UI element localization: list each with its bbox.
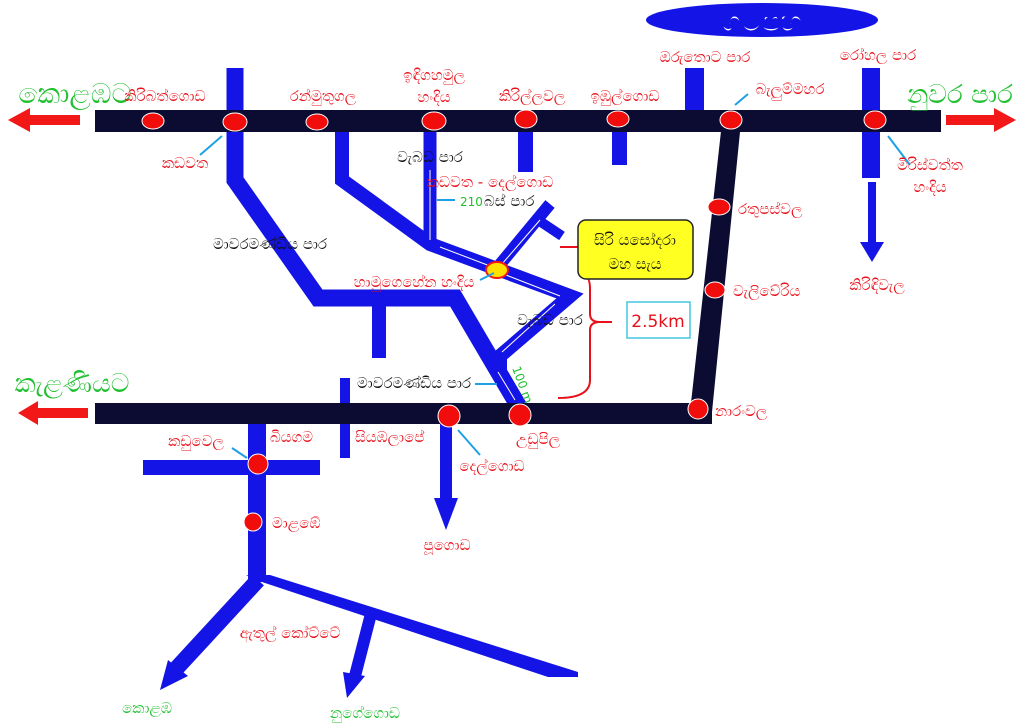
- place-label: ඇතුල් කෝට්ටේ: [240, 624, 341, 643]
- bus-route-name: කඩවත - දෙල්ගොඩ: [427, 173, 554, 191]
- dest-pugoda: පූගොඩ: [423, 536, 470, 555]
- road-belummahara-naranwala: [690, 122, 741, 412]
- dest-colombo: කොළඹට: [18, 77, 131, 110]
- arrow-left-icon: [18, 401, 88, 425]
- place-label: කඩවත: [162, 154, 208, 172]
- kaduwela-road: [143, 460, 320, 475]
- temple-name-2: මහ සැය: [608, 255, 661, 273]
- mawaramandiya-road: [226, 68, 530, 417]
- map-title: ගම්පහ: [721, 5, 802, 38]
- place-label: සියඹලාපේ: [355, 428, 424, 446]
- temple-box: [577, 219, 694, 280]
- dest-nugegoda: නුගේගොඩ: [330, 704, 400, 723]
- nugegoda-arrow-icon: [343, 672, 365, 698]
- arrow-left-icon: [8, 108, 80, 132]
- place-label: මිරිස්වත්ත: [897, 156, 963, 174]
- colombo-arrow-icon: [160, 660, 188, 690]
- dest-colombo-south: කොළඹ: [122, 699, 172, 717]
- place-label: වැලිවේරිය: [733, 282, 800, 300]
- place-label: මාළඹේ: [272, 514, 321, 532]
- bus-route-suffix: බස් පාර: [484, 192, 534, 210]
- pugoda-road: [440, 422, 452, 500]
- place-label: රතුපස්වල: [738, 200, 803, 218]
- place-label: හංදිය: [417, 88, 450, 106]
- place-label: උඩුපිල: [516, 430, 561, 449]
- bus-route-number: 210: [460, 195, 483, 209]
- place-label: කිරිල්ලවල: [499, 87, 566, 105]
- gampaha-badge: ගම්පහ: [646, 3, 878, 39]
- junction-label: හාමුගෙහේන හංදිය: [354, 273, 475, 292]
- place-label: කඩුවෙල: [168, 432, 224, 451]
- pointers: [199, 93, 911, 459]
- place-label: ඉඹුල්ගොඩ: [591, 87, 660, 106]
- stops: [141, 109, 887, 532]
- kirindiwela-arrow-icon: [860, 242, 884, 262]
- biyagama-road: [248, 422, 266, 582]
- dest-kelaniya: කැළණියට: [15, 369, 130, 399]
- minuwangoda-road-stub: [685, 68, 704, 112]
- main-road-kelaniya: [95, 403, 712, 424]
- place-label: ඉඳිගහමුල: [403, 66, 465, 85]
- dest-kirindiwela: කිරිඳිවැල: [849, 276, 905, 294]
- distance-box: [626, 301, 691, 339]
- colombo-road: [169, 574, 264, 676]
- temple-name: සිරි යසෝදරා: [594, 231, 676, 249]
- temple-access-road: [492, 200, 555, 272]
- road-label: ඔරුතොට පාර: [660, 48, 751, 66]
- road-label: වැබඩ පාර: [517, 311, 583, 329]
- place-label: හංදිය: [913, 178, 946, 196]
- distance-total: 2.5km: [631, 312, 684, 332]
- place-label: දෙල්ගොඩ: [459, 457, 524, 475]
- arrow-right-icon: [946, 108, 1016, 132]
- direction-arrows: [8, 108, 1016, 425]
- road-label: රෝහල පාර: [840, 46, 916, 64]
- dest-kandy: නුවර පාර: [907, 80, 1013, 111]
- place-label: බැලුම්මහර: [756, 80, 825, 100]
- road-label: වැබඩ පාර: [397, 148, 463, 166]
- road-label: මාවරමණ්ඩිය පාර: [357, 374, 471, 392]
- athurugiriya-road: [246, 575, 578, 677]
- side-roads: [143, 68, 884, 698]
- kirindiwela-road: [868, 182, 876, 244]
- place-label: බියගම: [270, 428, 313, 446]
- place-label: නාරංවල: [715, 402, 768, 420]
- distance-bracket: [557, 246, 612, 399]
- place-label: කිරිබත්ගොඩ: [124, 87, 205, 105]
- place-label: රන්මුතුගල: [290, 87, 357, 106]
- road-label: මාවරමණ්ඩිය පාර: [213, 235, 327, 253]
- pugoda-arrow-icon: [434, 498, 458, 530]
- one-way-arrows: [429, 170, 561, 401]
